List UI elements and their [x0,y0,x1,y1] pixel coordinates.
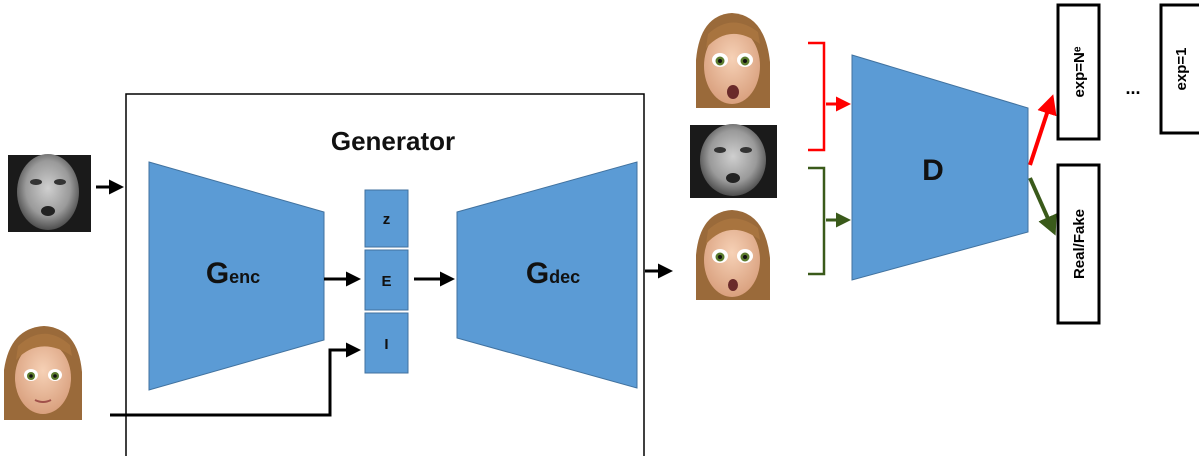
ellipsis-text: ... [1125,78,1140,98]
output-cartoon-face-icon [696,210,770,300]
latent-z-label: z [383,211,391,228]
real-fake-label: Real/Fake [1071,209,1088,279]
reference-gray-face-icon [690,124,777,198]
decoder-label: Gdec [526,257,580,290]
latent-z-block [364,189,409,248]
red-arrow-to-expression [1028,94,1057,166]
green-arrow-to-real-fake [1028,177,1057,236]
encoder-label: Genc [206,257,260,290]
latent-i-block [364,312,409,374]
latent-i-label: I [384,336,388,353]
discriminator-label: D [922,154,944,187]
decoder-block [456,161,638,389]
latent-e-block [364,249,409,311]
green-bracket [808,166,826,276]
red-bracket [808,41,826,152]
generator-title: Generator [331,126,455,156]
exp-1-label: exp=1 [1173,48,1190,91]
encoder-block [148,161,325,391]
discriminator-block [851,54,1029,281]
latent-e-label: E [381,273,391,290]
input-gray-face-icon [8,154,91,232]
arrow-cartoon-to-i [110,342,361,417]
exp-n-box [1056,3,1101,141]
input-cartoon-face-icon [4,326,82,420]
exp-1-box [1159,3,1199,135]
exp-n-label: exp=Nᵉ [1071,46,1088,97]
real-fake-box [1056,163,1101,325]
target-cartoon-face-icon [696,13,770,108]
generator-box [125,93,645,456]
